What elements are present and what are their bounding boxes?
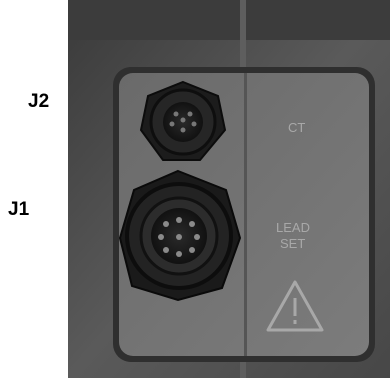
j1-connector [118,169,242,302]
j2-callout-label: J2 [28,91,50,112]
lead-label-line2: SET [280,236,305,251]
ct-label: CT [288,120,305,135]
j1-callout-label: J1 [8,199,30,220]
j2-connector [139,80,227,161]
lead-label-line1: LEAD [276,220,310,235]
warning-triangle-icon [266,280,324,332]
